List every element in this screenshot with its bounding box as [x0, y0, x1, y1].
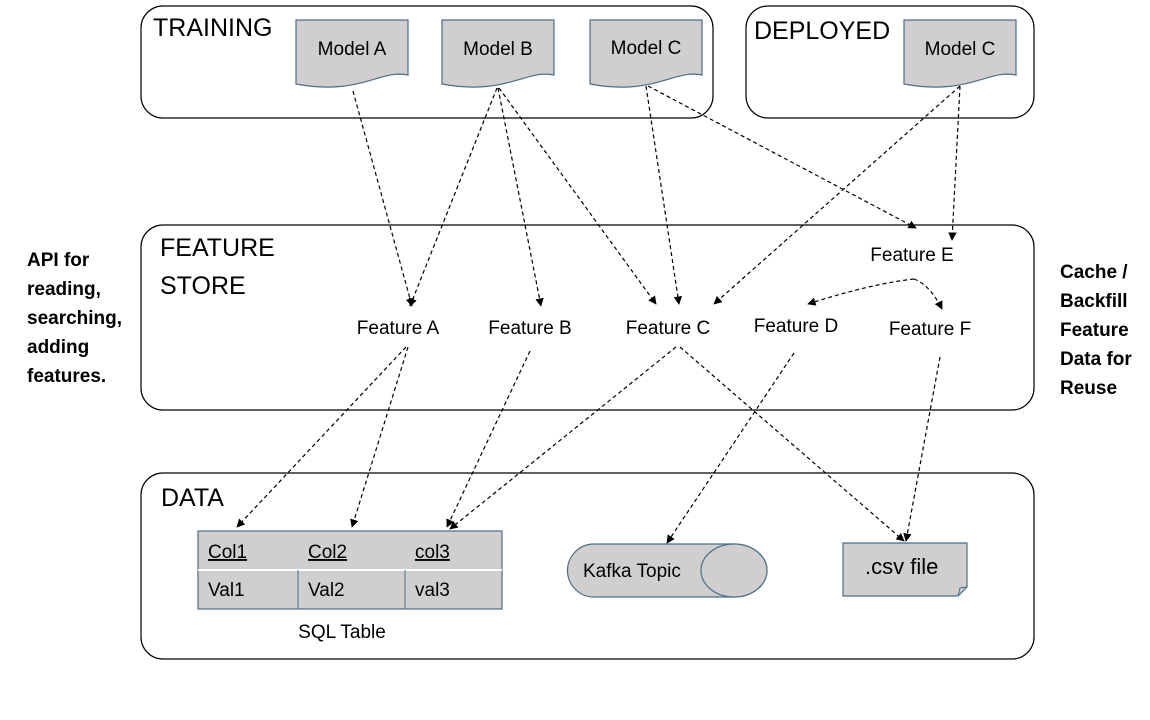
arrow-model-b-to-feature-b — [497, 87, 544, 307]
arrow-feature-c-to-col3 — [449, 346, 677, 530]
data-title: DATA — [161, 484, 224, 512]
feature-store-group: FEATURE STORE — [140, 224, 1035, 411]
sql-header-col1: Col1 — [208, 542, 247, 563]
arrow-deployed-model-c-to-feature-e — [948, 85, 961, 241]
deployed-model-c-label: Model C — [925, 39, 996, 60]
cache-backfill-note: Cache / Backfill Feature Data for Reuse — [1060, 262, 1132, 399]
arrow-feature-a-to-col1 — [236, 346, 407, 528]
arrow-feature-e-to-feature-f — [913, 278, 943, 310]
csv-file-label: .csv file — [865, 554, 938, 579]
arrow-feature-b-to-col3 — [446, 350, 531, 528]
sql-header-col3: col3 — [415, 542, 450, 563]
arrow-feature-f-to-csv — [903, 356, 941, 542]
arrow-model-a-to-feature-a — [352, 90, 415, 307]
arrow-model-c-to-feature-c — [645, 85, 683, 305]
sql-table-caption: SQL Table — [298, 622, 386, 643]
sql-cell-val2: Val2 — [308, 580, 345, 601]
feature-b-label[interactable]: Feature B — [488, 318, 571, 339]
sql-header-col2: Col2 — [308, 542, 347, 563]
feature-c-label[interactable]: Feature C — [626, 318, 710, 339]
dependency-arrows — [236, 85, 961, 544]
api-note: API for reading, searching, adding featu… — [27, 250, 123, 387]
feature-d-label[interactable]: Feature D — [754, 316, 838, 337]
sql-cell-val1: Val1 — [208, 580, 245, 601]
arrow-deployed-model-c-to-feature-c — [713, 85, 961, 305]
model-c-label: Model C — [611, 38, 682, 59]
model-doc-training-a[interactable]: Model A — [295, 19, 409, 88]
sql-cell-val3: val3 — [415, 580, 450, 601]
arrow-model-b-to-feature-c — [498, 87, 657, 305]
model-b-label: Model B — [463, 39, 533, 60]
deployed-title: DEPLOYED — [754, 17, 890, 45]
sql-table[interactable]: Col1 Col2 col3 Val1 Val2 val3 — [197, 530, 503, 610]
feature-store-title-line2: STORE — [160, 272, 246, 300]
csv-file[interactable]: .csv file — [842, 542, 968, 597]
model-doc-deployed-c[interactable]: Model C — [903, 19, 1017, 88]
training-title: TRAINING — [153, 14, 272, 42]
arrow-feature-d-to-kafka — [666, 352, 795, 544]
arrow-model-c-to-feature-e — [647, 85, 917, 229]
model-a-label: Model A — [318, 39, 387, 60]
kafka-topic[interactable]: Kafka Topic — [566, 543, 768, 598]
feature-e-label[interactable]: Feature E — [870, 245, 953, 266]
training-group: TRAINING — [140, 5, 714, 119]
arrow-feature-c-to-csv — [679, 346, 905, 542]
feature-f-label[interactable]: Feature F — [889, 319, 971, 340]
feature-a-label[interactable]: Feature A — [357, 318, 440, 339]
model-doc-training-b[interactable]: Model B — [441, 19, 555, 88]
arrow-feature-e-to-feature-d — [807, 278, 915, 306]
model-doc-training-c[interactable]: Model C — [589, 19, 703, 88]
feature-store-title-line1: FEATURE — [160, 234, 275, 262]
kafka-topic-label: Kafka Topic — [583, 561, 681, 582]
arrow-feature-a-to-col2 — [350, 346, 409, 528]
